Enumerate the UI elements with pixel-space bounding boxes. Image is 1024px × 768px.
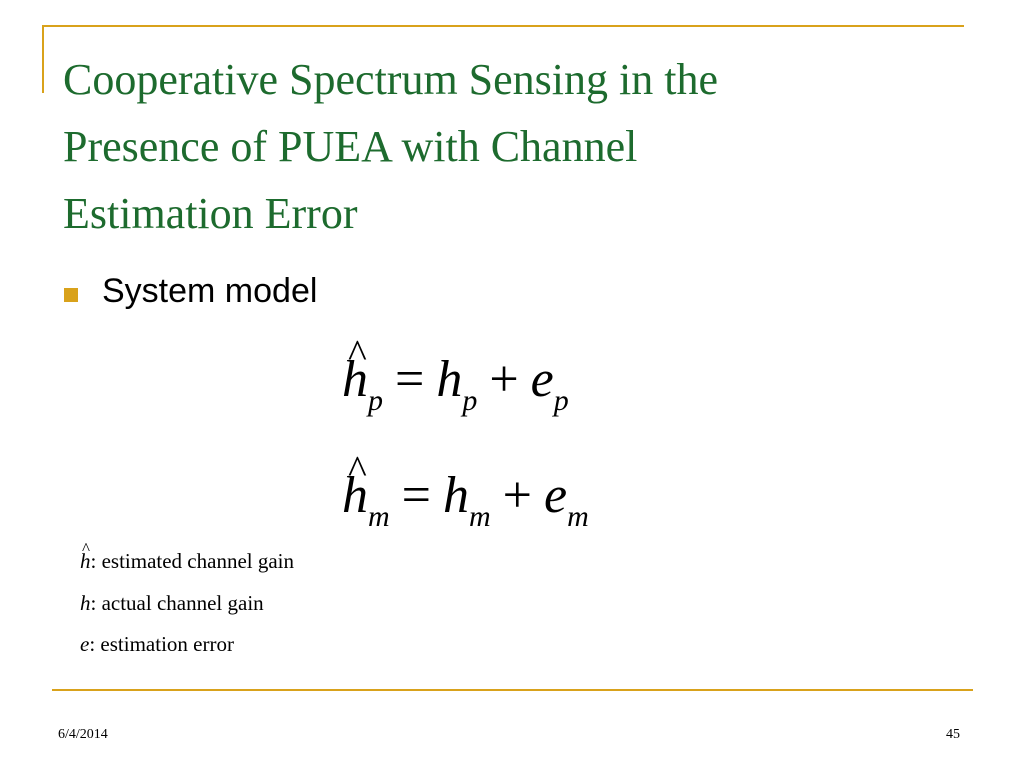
eq2-term1-sub: m [469, 500, 491, 533]
eq1-equals: = [395, 351, 425, 408]
slide-title: Cooperative Spectrum Sensing in the Pres… [63, 46, 963, 247]
left-rule [42, 25, 44, 93]
title-line-1: Cooperative Spectrum Sensing in the [63, 55, 718, 104]
eq1-term2: e [530, 351, 554, 408]
eq2-term2: e [544, 467, 568, 524]
eq1-term1: h [436, 351, 463, 408]
eq2-plus: + [502, 467, 532, 524]
hat-h-p-lhs: h [342, 324, 368, 410]
def2-symbol: h [80, 591, 91, 615]
eq1-term1-sub: p [462, 384, 478, 417]
def1-text: : estimated channel gain [90, 549, 295, 573]
eq2-term1: h [443, 467, 469, 524]
equation-p: hp=hp+ep [342, 324, 569, 431]
title-line-3: Estimation Error [63, 189, 358, 238]
bullet-text: System model [102, 272, 318, 310]
footer-page-number: 45 [946, 727, 960, 742]
definition-estimation-error: e: estimation error [80, 631, 234, 657]
eq2-equals: = [401, 467, 431, 524]
hat-h-m-lhs: h [342, 440, 368, 526]
eq1-term2-sub: p [553, 384, 569, 417]
title-line-2: Presence of PUEA with Channel [63, 122, 638, 171]
def3-symbol: e [80, 632, 90, 656]
eq2-term2-sub: m [567, 500, 589, 533]
def3-text: : estimation error [89, 632, 234, 656]
bottom-rule [52, 689, 973, 691]
def2-text: : actual channel gain [90, 591, 264, 615]
eq1-plus: + [489, 351, 519, 408]
eq2-lhs-sub: m [368, 500, 390, 533]
eq1-lhs-sub: p [368, 384, 383, 417]
definition-estimated-gain: h: estimated channel gain [80, 536, 295, 574]
top-rule [42, 25, 964, 27]
def1-symbol: h [80, 536, 91, 574]
bullet-square-icon [64, 288, 78, 302]
definition-actual-gain: h: actual channel gain [80, 590, 264, 616]
footer-date: 6/4/2014 [58, 727, 108, 742]
equation-m: hm=hm+em [342, 440, 589, 547]
